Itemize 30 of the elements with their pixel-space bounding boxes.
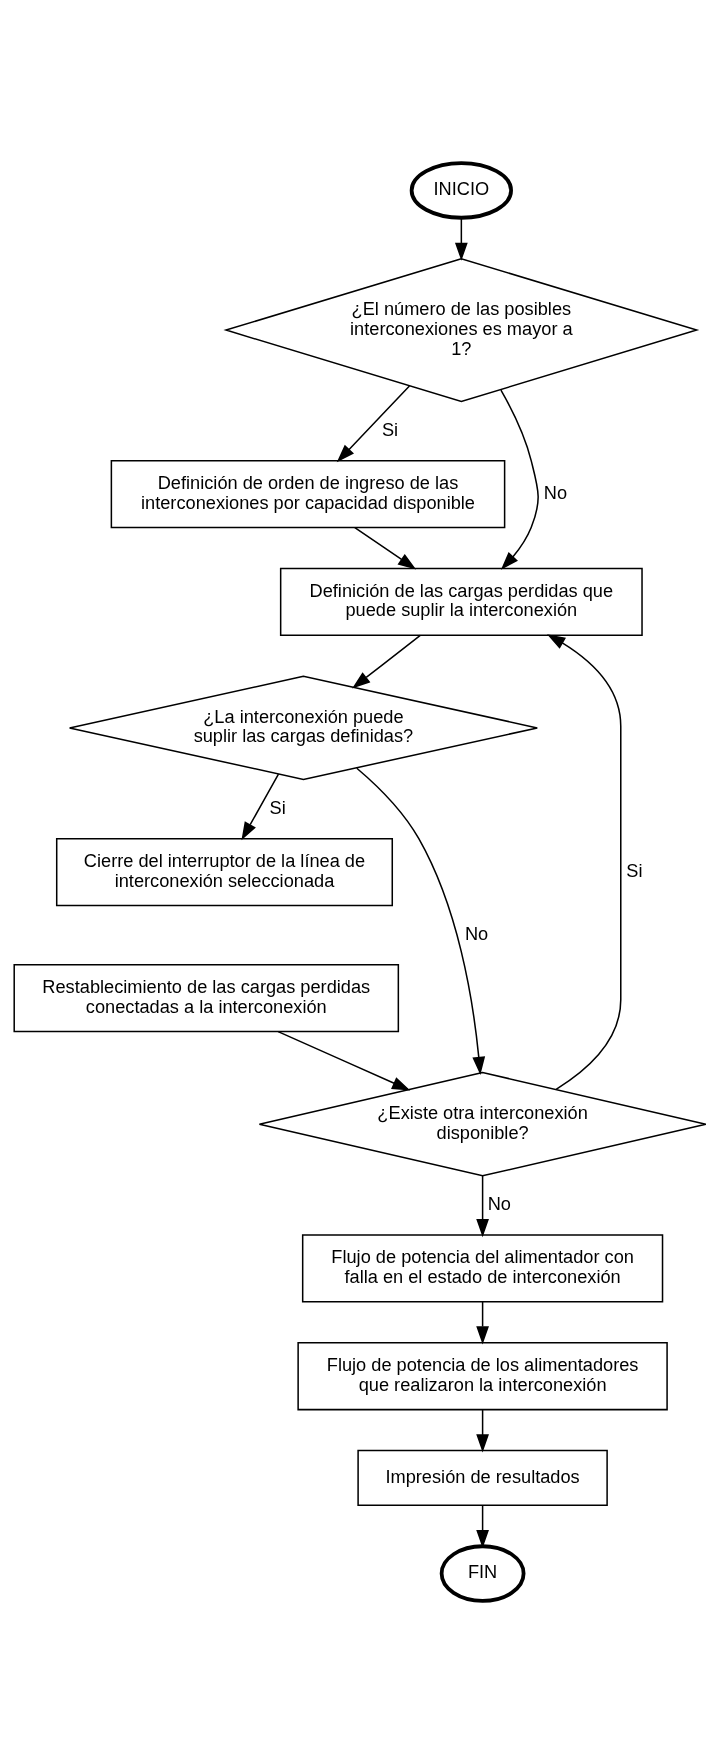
node-box: Definición de las cargas perdidas que puede suplir la interconexión xyxy=(279,567,643,637)
node-box: Definición de orden de ingreso de las interconexiones por capacidad disponible xyxy=(110,459,506,529)
arrow xyxy=(476,1301,489,1345)
edge-label: No xyxy=(487,1194,511,1215)
node-diamond: ¿Existe otra interconexión disponible? xyxy=(258,1071,707,1177)
node-box: Flujo de potencia del alimentador con falla en el estado de interconexión xyxy=(301,1234,664,1303)
edge-label: No xyxy=(464,923,489,944)
arrow xyxy=(336,385,411,463)
arrow xyxy=(352,634,422,689)
edge-label: Si xyxy=(269,797,286,818)
arrow xyxy=(356,767,486,1076)
node-ellipse: FIN xyxy=(439,1544,526,1603)
arrow xyxy=(241,773,280,841)
edge-label: No xyxy=(543,482,568,503)
node-diamond: ¿El número de las posibles interconexiones es mayor a 1? xyxy=(223,257,700,403)
arrow xyxy=(354,526,417,570)
node-diamond: ¿La interconexión puede suplir las cargas definidas? xyxy=(68,675,538,781)
arrow xyxy=(277,1030,411,1091)
arrow xyxy=(500,389,539,570)
node-box: Flujo de potencia de los alimentadores que realizaron la interconexión xyxy=(297,1342,668,1411)
edge-label: Si xyxy=(626,860,643,881)
arrow xyxy=(476,1175,489,1238)
node-box: Cierre del interruptor de la línea de interconexión seleccionada xyxy=(55,837,393,907)
arrow xyxy=(454,217,468,261)
arrow xyxy=(547,634,622,1091)
node-box: Impresión de resultados xyxy=(357,1449,608,1507)
node-ellipse: INICIO xyxy=(409,161,513,220)
node-box: Restablecimiento de las cargas perdidas conectadas a la interconexión xyxy=(13,964,400,1033)
arrow xyxy=(476,1409,489,1453)
edge-label: Si xyxy=(381,419,399,440)
